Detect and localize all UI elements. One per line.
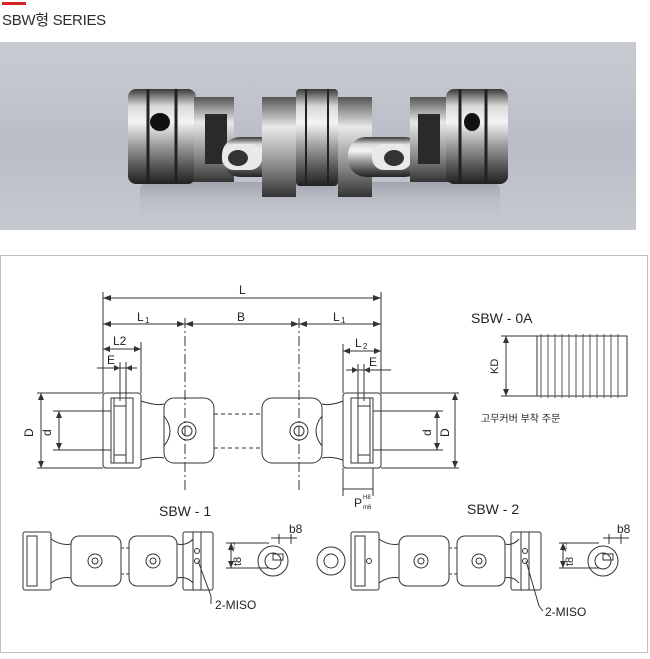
sbw-2-outline (350, 531, 629, 612)
bellows-ribs (540, 334, 619, 398)
page-title: SBW형 SERIES (2, 12, 106, 29)
sbw-1-t8-sup: +0.2 (231, 542, 237, 552)
shaft-section (316, 546, 346, 576)
dim-E-right: E (369, 355, 377, 369)
sbw-1-t8: t8 (232, 557, 244, 566)
dim-L2-right: L (355, 336, 362, 350)
dim-L2-left: L2 (113, 334, 127, 348)
dimension-drawing: L L 1 B L 1 L2 E L 2 E D d d D P H8 m6 S… (22, 283, 631, 619)
dim-P: P (354, 496, 362, 510)
dimension-lines (38, 292, 458, 496)
dim-L1-left: L (137, 310, 144, 324)
sbw-2-t8-sup: +0.2 (563, 542, 569, 552)
dim-D-right: D (438, 428, 452, 437)
dim-L2-right-sub: 2 (363, 342, 368, 351)
dim-P-sup: H8 (363, 495, 371, 501)
sbw-1-b8: b8 (289, 522, 303, 536)
dim-L1-right: L (333, 310, 340, 324)
dim-L1-left-sub: 1 (145, 316, 150, 325)
dim-B: B (237, 310, 245, 324)
sbw-1-label: SBW - 1 (159, 503, 211, 519)
main-joint-outline (37, 392, 459, 469)
sbw-2-label: SBW - 2 (467, 501, 519, 517)
sbw-2-miso: 2-MISO (545, 605, 586, 619)
sbw-2-t8: t8 (564, 557, 576, 566)
sbw-0a-label: SBW - 0A (471, 310, 533, 326)
rubber-cover-note: 고무커버 부착 주문 (481, 413, 560, 425)
sbw-1-miso: 2-MISO (215, 598, 256, 612)
dim-L: L (239, 283, 246, 297)
technical-drawing: L L 1 B L 1 L2 E L 2 E D d d D P H8 m6 S… (0, 255, 648, 653)
dim-d-right: d (420, 429, 434, 436)
dim-KD: KD (489, 359, 501, 374)
sbw-2-b8: b8 (617, 522, 631, 536)
dim-D-left: D (22, 428, 36, 437)
sbw-0a-rubber-cover (501, 335, 628, 397)
dim-d-left: d (40, 429, 54, 436)
dim-P-sub: m6 (363, 505, 372, 511)
title-accent-bar (2, 2, 26, 5)
sbw-1-outline (22, 531, 297, 604)
dim-E-left: E (107, 353, 115, 367)
product-photo (0, 42, 636, 230)
universal-joint-image (128, 89, 508, 222)
dim-L1-right-sub: 1 (341, 316, 346, 325)
